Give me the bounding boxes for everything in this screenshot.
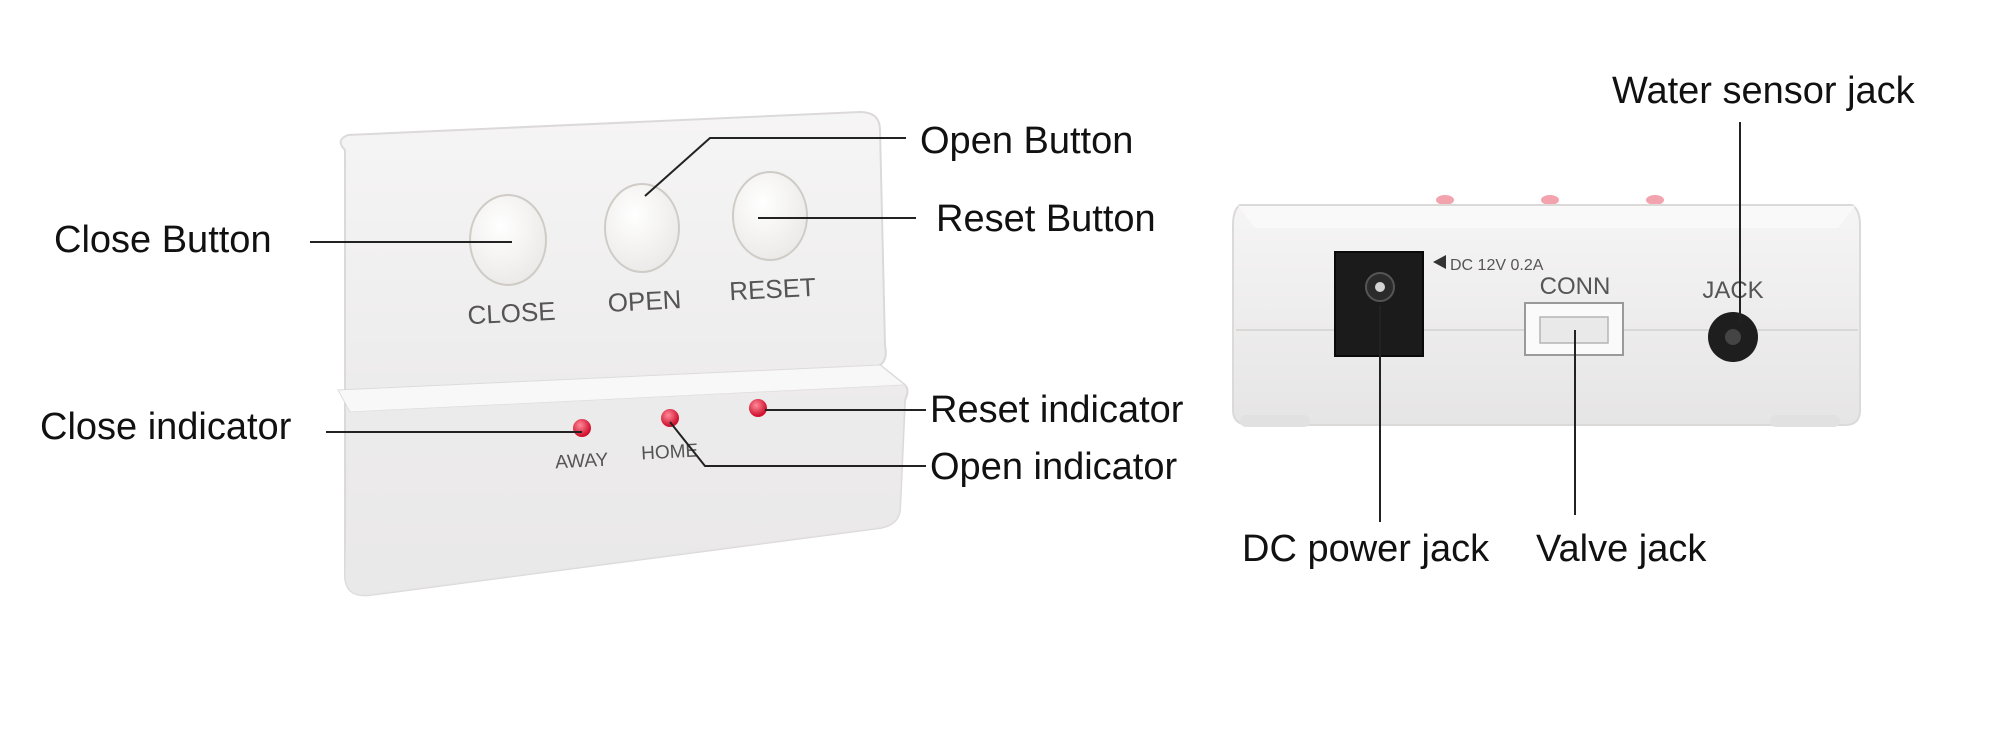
reset-indicator-led (749, 399, 767, 417)
front-device (337, 110, 909, 597)
reset-button-callout: Reset Button (936, 198, 1156, 240)
away-indicator-led (573, 419, 591, 437)
home-indicator-led (661, 409, 679, 427)
water-sensor-jack-hole (1725, 329, 1741, 345)
home-indicator-label: HOME (641, 441, 699, 465)
close-indicator-callout: Close indicator (40, 406, 292, 448)
jack-label: JACK (1702, 277, 1763, 304)
dc-rating-label: DC 12V 0.2A (1450, 257, 1544, 274)
open-button-cap[interactable] (604, 183, 680, 273)
open-button-leader (644, 137, 906, 197)
open-button-label: OPEN (607, 284, 682, 318)
dc-power-jack-callout: DC power jack (1242, 528, 1490, 570)
close-button-label: CLOSE (467, 296, 557, 331)
conn-label: CONN (1540, 273, 1611, 300)
valve-jack-callout: Valve jack (1536, 528, 1707, 570)
reset-button-cap[interactable] (732, 171, 808, 261)
dc-arrow-icon (1433, 255, 1446, 269)
leader-lines (310, 122, 1741, 522)
open-indicator-callout: Open indicator (930, 446, 1178, 488)
water-sensor-jack-callout: Water sensor jack (1612, 70, 1915, 112)
away-indicator-label: AWAY (555, 450, 609, 474)
open-button-callout: Open Button (920, 120, 1134, 162)
dc-power-jack-pin (1375, 282, 1385, 292)
close-button-cap[interactable] (469, 194, 547, 286)
reset-button-label: RESET (728, 272, 816, 307)
reset-indicator-callout: Reset indicator (930, 389, 1184, 431)
close-button-callout: Close Button (54, 219, 272, 261)
open-indicator-leader (669, 421, 926, 467)
